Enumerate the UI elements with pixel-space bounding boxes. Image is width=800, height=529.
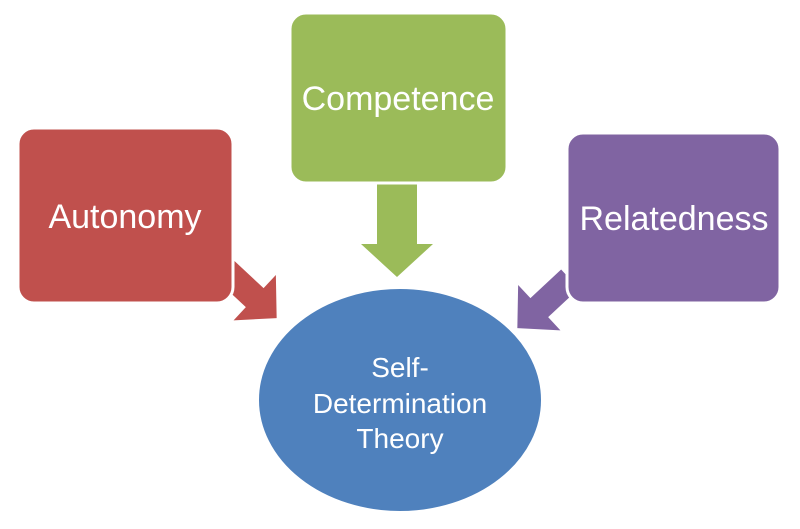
competence-box — [288, 11, 509, 185]
center-label-line-3: Theory — [356, 423, 443, 454]
relatedness-box — [565, 131, 782, 305]
autonomy-box — [16, 126, 235, 305]
competence-label: Competence — [302, 80, 495, 118]
relatedness-label: Relatedness — [579, 200, 768, 238]
center-label-line-2: Determination — [313, 388, 487, 419]
center-ellipse — [257, 287, 543, 513]
center-label-line-1: Self- — [371, 352, 429, 383]
relatedness-arrow — [517, 269, 579, 331]
autonomy-label: Autonomy — [48, 198, 201, 236]
competence-arrow — [361, 183, 433, 277]
